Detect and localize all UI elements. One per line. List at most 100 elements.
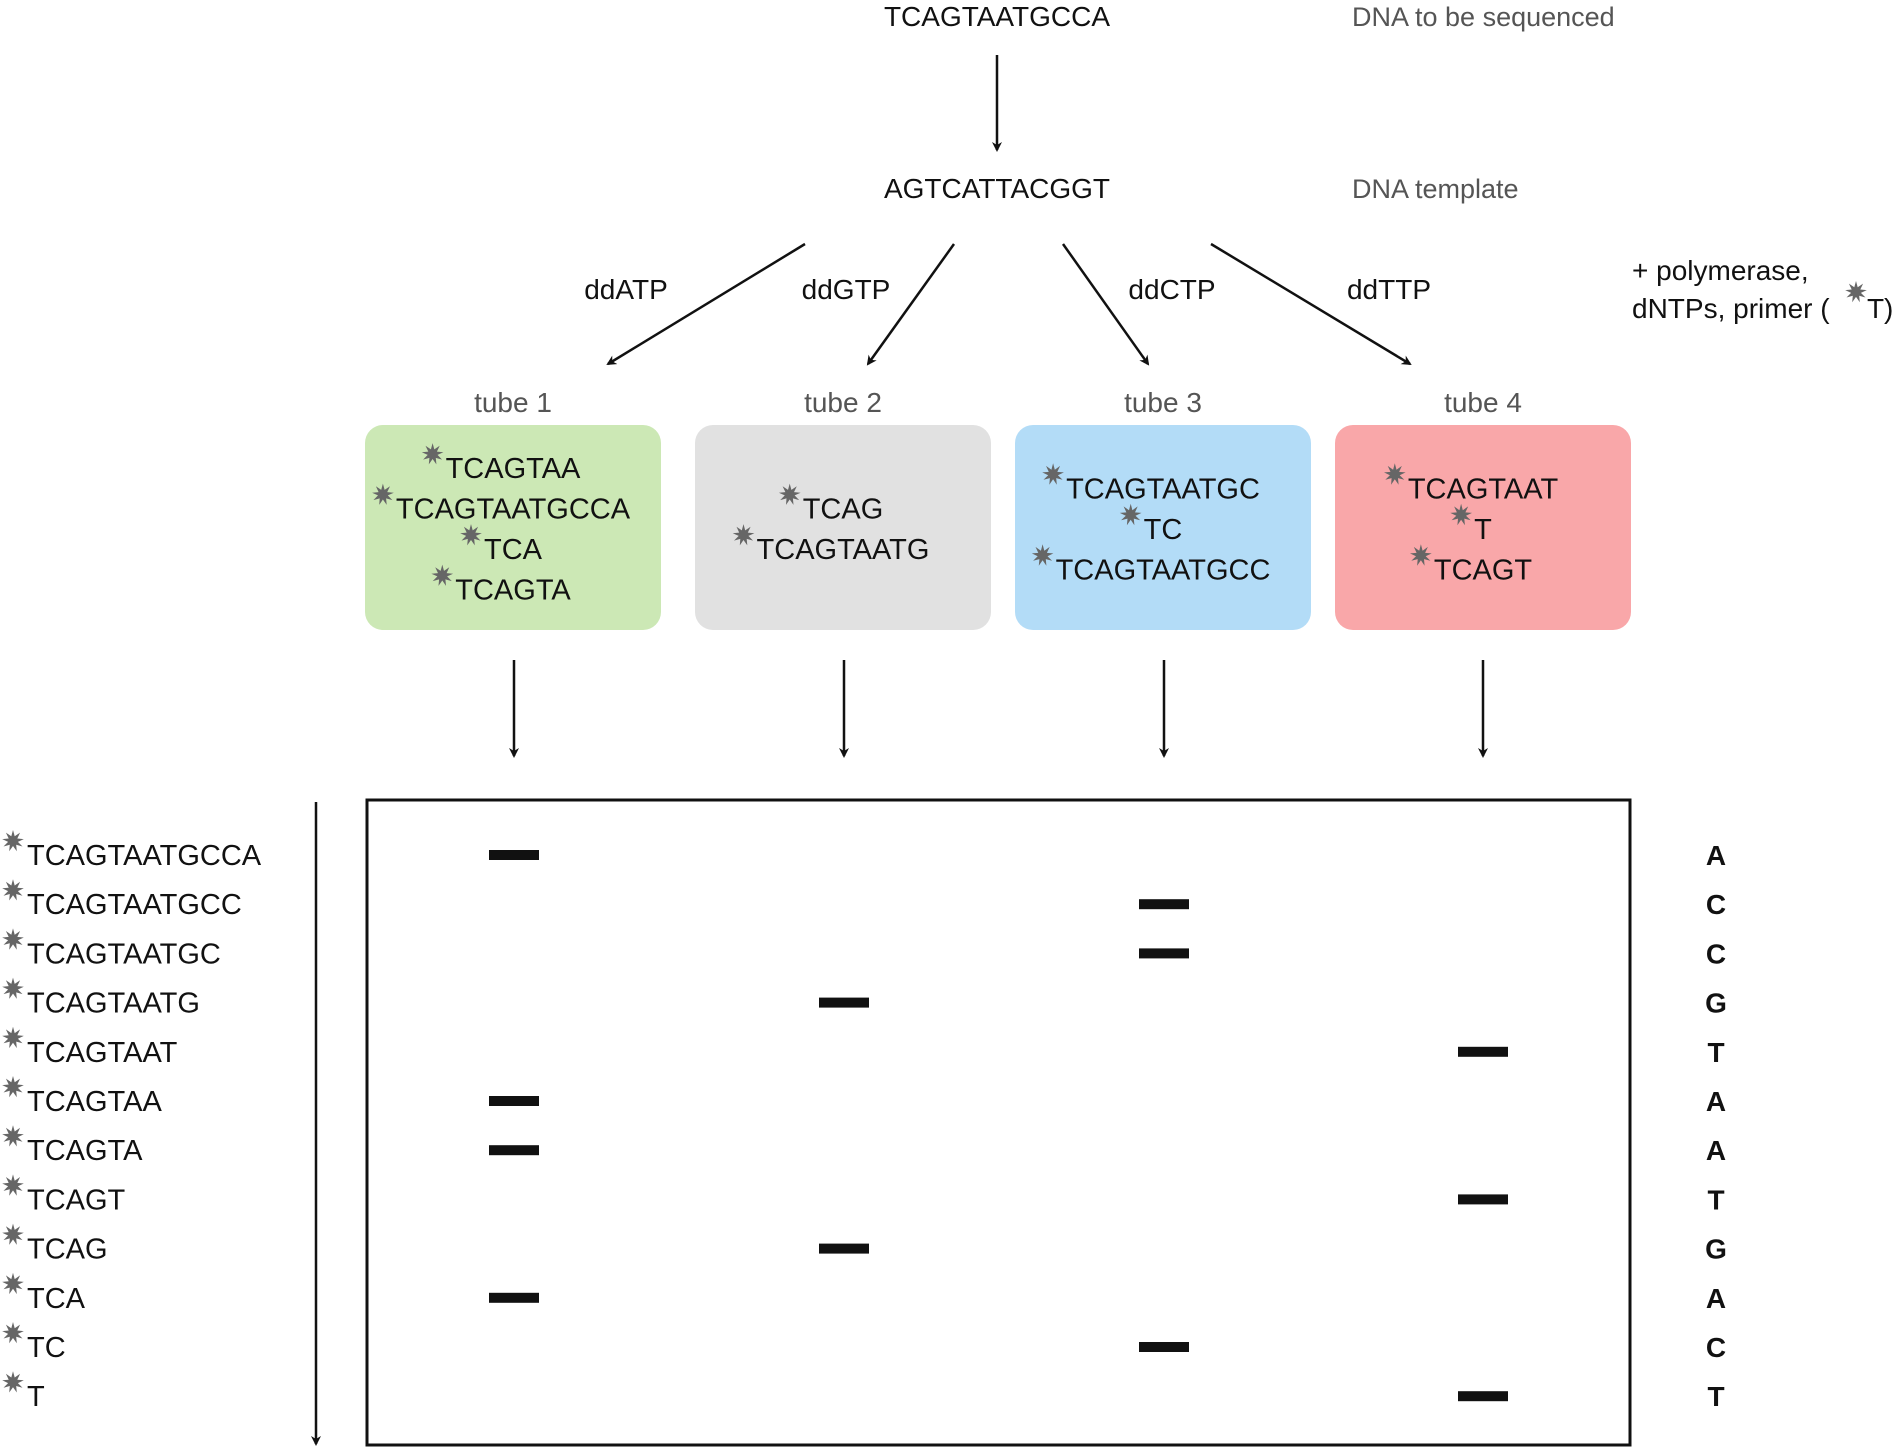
dna-template: AGTCATTACGGT	[884, 173, 1110, 204]
tube-fragment: TCAGTAATG	[757, 534, 930, 566]
tube-label: tube 4	[1444, 387, 1522, 418]
read-base: A	[1706, 1283, 1726, 1314]
dna-template-note: DNA template	[1352, 174, 1519, 204]
tube-fragment: TCAGT	[1434, 554, 1533, 586]
arrow-to-tube-2	[866, 243, 956, 366]
tube-fragment: TCAGTAATGCC	[1056, 554, 1271, 586]
star-label-icon	[2, 1174, 24, 1196]
read-base: A	[1706, 840, 1726, 871]
primer-base: T	[1867, 293, 1884, 324]
tube-box	[695, 425, 991, 630]
read-base: C	[1706, 938, 1726, 969]
reagents-line-1: + polymerase,	[1632, 255, 1809, 286]
read-base: A	[1706, 1135, 1726, 1166]
dideoxy-label-tube-1: ddATP	[584, 274, 668, 305]
tube-fragment: TCAGTAATGCCA	[396, 494, 631, 526]
star-label-icon	[2, 928, 24, 950]
star-label-icon	[2, 1125, 24, 1147]
gel-fragment-label: TCAGT	[27, 1184, 126, 1216]
gel-band	[489, 1292, 539, 1303]
tube-fragment: TC	[1144, 514, 1183, 546]
gel-fragment-label: TC	[27, 1332, 66, 1364]
read-base: C	[1706, 1332, 1726, 1363]
star-label-icon	[1119, 503, 1142, 526]
star-label-icon	[732, 524, 755, 546]
tube-box	[1335, 425, 1631, 630]
gel-band	[819, 1243, 869, 1254]
star-label-icon	[2, 1272, 24, 1295]
read-base: G	[1705, 988, 1727, 1019]
star-label-icon	[1450, 503, 1472, 526]
gel-band	[1458, 1391, 1508, 1402]
arrow-to-tube-1	[606, 242, 806, 366]
gel-fragment-label: TCAGTAA	[27, 1086, 162, 1118]
tube-3: tube 3 TCAGTAATGC TC TCAGTAATGCC	[1015, 387, 1311, 630]
star-label-icon	[778, 483, 801, 505]
star-label-icon	[2, 977, 24, 999]
gel-fragment-label: TCAGTA	[27, 1135, 143, 1167]
read-base: T	[1707, 1381, 1724, 1412]
tube-box	[1015, 425, 1311, 630]
star-label-icon	[2, 830, 24, 852]
dideoxy-label-tube-4: ddTTP	[1347, 274, 1431, 305]
star-label-icon	[1031, 544, 1054, 566]
star-label-icon	[372, 483, 394, 505]
dna-sequence-note: DNA to be sequenced	[1352, 2, 1615, 32]
gel-band	[819, 997, 869, 1008]
arrow-to-tube-3	[1061, 243, 1150, 366]
gel-box	[365, 798, 1632, 1447]
star-label-icon	[431, 564, 454, 586]
gel-fragment-label: T	[27, 1381, 45, 1413]
star-label-icon	[2, 1371, 24, 1393]
star-label-icon	[2, 879, 24, 901]
gel-fragment-label: TCAGTAATGCCA	[27, 840, 262, 872]
star-label-icon	[421, 443, 444, 465]
tube-fragment: TCAG	[803, 494, 884, 526]
star-label-icon	[1384, 463, 1406, 485]
gel-band	[1139, 1342, 1189, 1352]
gel-band	[489, 850, 539, 860]
gel-band	[1139, 899, 1189, 910]
gel-fragment-label: TCAGTAATGCC	[27, 889, 242, 921]
reaction-tubes: tube 1 TCAGTAA TCAGTAATGCCA TCA TCAGTA tube 2…	[365, 387, 1631, 630]
gel-band	[1458, 1194, 1508, 1205]
tube-fragment: TCAGTA	[455, 575, 571, 607]
star-label-icon	[2, 1026, 24, 1049]
tube-fragment: TCAGTAATGC	[1066, 473, 1260, 505]
star-label-icon	[1845, 281, 1867, 303]
tube-fragment: TCA	[484, 534, 543, 566]
tube-fragment: T	[1474, 514, 1492, 546]
arrow-to-tube-4	[1210, 242, 1412, 366]
tube-fragment: TCAGTAAT	[1408, 473, 1559, 505]
star-label-icon	[2, 1076, 24, 1098]
tube-label: tube 1	[474, 387, 552, 418]
gel-band	[1139, 948, 1189, 959]
read-base: A	[1706, 1086, 1726, 1117]
gel-fragment-label: TCA	[27, 1283, 86, 1315]
gel-fragment-label: TCAGTAATG	[27, 988, 200, 1020]
read-base: C	[1706, 889, 1726, 920]
star-label-icon	[1042, 463, 1064, 485]
reagents-line-2-suffix: )	[1884, 293, 1893, 324]
gel-band	[1458, 1046, 1508, 1057]
gel-band	[489, 1145, 539, 1156]
tube-label: tube 3	[1124, 387, 1202, 418]
dideoxy-label-tube-3: ddCTP	[1128, 274, 1215, 305]
read-base: T	[1707, 1184, 1724, 1215]
star-label-icon	[2, 1223, 24, 1245]
tube-fragment: TCAGTAA	[446, 453, 581, 485]
reagents-line-2-prefix: dNTPs, primer (	[1632, 293, 1830, 324]
dna-sequence: TCAGTAATGCCA	[884, 1, 1110, 32]
star-label-icon	[2, 1322, 24, 1344]
tube-label: tube 2	[804, 387, 882, 418]
tube-4: tube 4 TCAGTAAT T TCAGT	[1335, 387, 1631, 630]
gel-fragment-label: TCAGTAAT	[27, 1037, 178, 1069]
read-base: G	[1705, 1234, 1727, 1265]
star-label-icon	[1410, 544, 1432, 566]
read-base: T	[1707, 1037, 1724, 1068]
tube-2: tube 2 TCAG TCAGTAATG	[695, 387, 991, 630]
gel-fragment-label: TCAG	[27, 1234, 108, 1266]
gel-band	[489, 1096, 539, 1106]
